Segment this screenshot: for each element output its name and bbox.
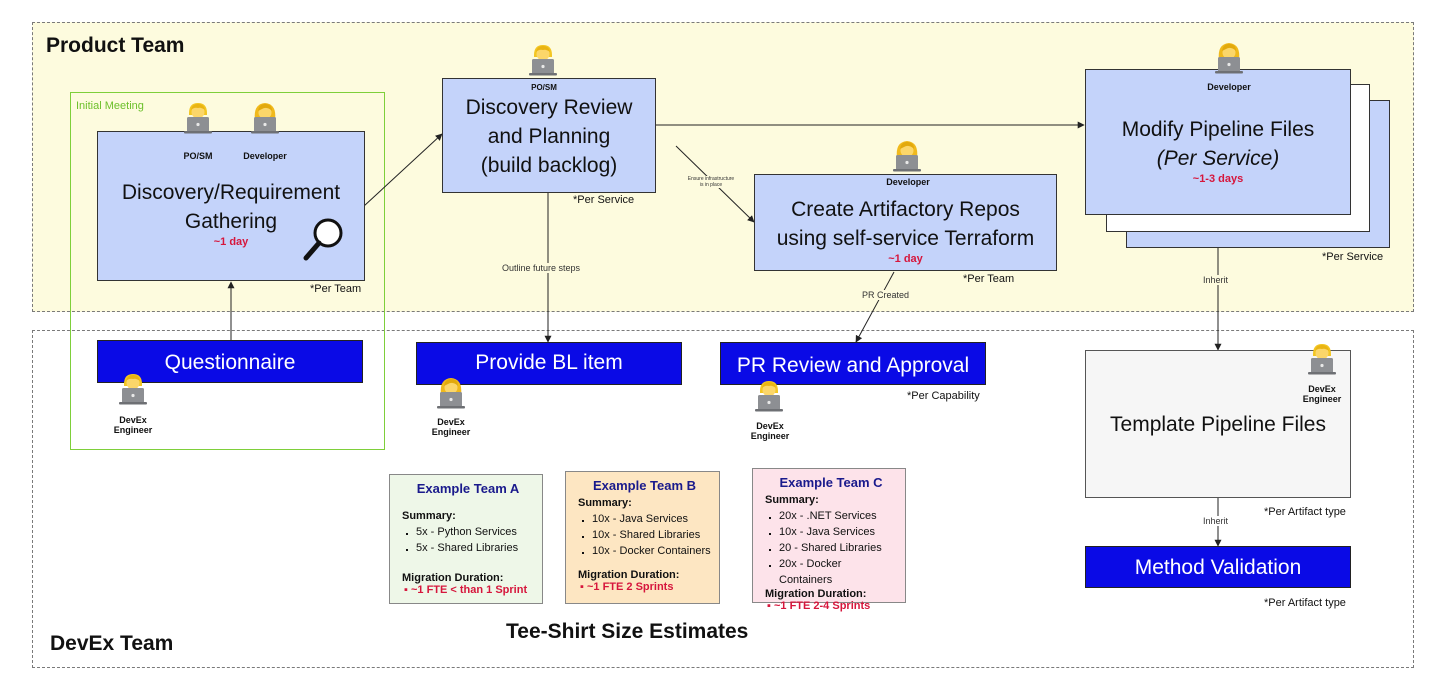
estimate-team-b-items: 10x - Java Services 10x - Shared Librari…	[578, 511, 711, 559]
edge-discovery-to-review	[363, 133, 443, 207]
estimate-team-c-duration: ▪ ~1 FTE 2-4 Sprints	[767, 600, 871, 612]
estimate-team-b: Example Team B Summary: 10x - Java Servi…	[565, 471, 720, 604]
template-title: Template Pipeline Files	[1110, 413, 1326, 436]
list-item: 20x - .NET Services	[779, 508, 897, 524]
artifactory-note: *Per Team	[963, 273, 1015, 285]
review-po-sm-role-label: PO/SM	[531, 83, 557, 92]
estimate-team-b-title: Example Team B	[592, 478, 697, 493]
method-note: *Per Artifact type	[1264, 597, 1346, 609]
pipeline-title-line2: (Per Service)	[1156, 147, 1280, 170]
magnifier-icon	[303, 218, 343, 261]
discovery-title-line1: Discovery/Requirement	[121, 181, 341, 204]
review-note: *Per Service	[573, 194, 635, 206]
template-devex-avatar-icon	[1304, 341, 1340, 375]
review-box[interactable]: Discovery Review and Planning (build bac…	[442, 78, 656, 193]
discovery-duration: ~1 day	[213, 236, 249, 248]
estimate-team-a: Example Team A Summary: 5x - Python Serv…	[389, 474, 543, 604]
devex-team-title: DevEx Team	[50, 632, 174, 655]
artifactory-developer-avatar-icon	[889, 138, 925, 172]
estimate-team-c-title: Example Team C	[779, 475, 883, 490]
method-validation-box[interactable]: Method Validation	[1085, 546, 1351, 588]
pipeline-duration: ~1-3 days	[1192, 173, 1244, 185]
artifactory-developer-role-label: Developer	[886, 177, 930, 187]
initial-meeting-label: Initial Meeting	[76, 100, 144, 112]
edge-label-pr-created: PR Created	[860, 290, 912, 300]
pr-review-devex-avatar-icon	[751, 378, 787, 412]
questionnaire-box[interactable]: Questionnaire	[97, 340, 363, 383]
pipeline-developer-role-label: Developer	[1207, 82, 1251, 92]
developer-avatar-icon	[247, 100, 283, 134]
po-sm-avatar-icon	[180, 100, 216, 134]
developer-role-label: Developer	[243, 151, 287, 161]
pr-review-box[interactable]: PR Review and Approval	[720, 342, 986, 385]
initial-meeting-group	[70, 92, 385, 450]
review-title-line3: (build backlog)	[480, 154, 618, 177]
pipeline-title-line1: Modify Pipeline Files	[1121, 118, 1315, 141]
edge-label-inherit-2: Inherit	[1201, 516, 1231, 526]
edge-label-inherit-1: Inherit	[1201, 275, 1231, 285]
review-title-line2: and Planning	[487, 125, 611, 148]
review-title-line1: Discovery Review	[465, 96, 633, 119]
estimates-title: Tee-Shirt Size Estimates	[506, 620, 749, 643]
artifactory-duration: ~1 day	[888, 253, 923, 265]
pipeline-developer-avatar-icon	[1211, 40, 1247, 74]
list-item: 20x - Docker Containers	[779, 556, 897, 588]
estimate-team-a-title: Example Team A	[416, 481, 520, 496]
pipeline-note: *Per Service	[1322, 251, 1384, 263]
list-item: 20 - Shared Libraries	[779, 540, 897, 556]
artifactory-box[interactable]: Create Artifactory Repos using self-serv…	[754, 174, 1057, 271]
bl-item-devex-avatar-icon	[433, 375, 469, 409]
discovery-title-line2: Gathering	[184, 210, 278, 233]
estimate-team-c-items: 20x - .NET Services 10x - Java Services …	[765, 508, 897, 588]
estimate-team-c-summary-label: Summary:	[765, 494, 819, 506]
bl-item-box[interactable]: Provide BL item	[416, 342, 682, 385]
pr-review-note: *Per Capability	[907, 390, 980, 402]
estimate-team-b-duration: ▪ ~1 FTE 2 Sprints	[580, 581, 674, 593]
list-item: 5x - Python Services	[416, 524, 534, 540]
estimate-team-b-summary-label: Summary:	[578, 497, 632, 509]
pipeline-box[interactable]: Modify Pipeline Files (Per Service) ~1-3…	[1085, 69, 1351, 215]
template-note: *Per Artifact type	[1264, 506, 1346, 518]
list-item: 10x - Docker Containers	[592, 543, 711, 559]
estimate-team-b-duration-label: Migration Duration:	[578, 569, 680, 581]
list-item: 10x - Java Services	[592, 511, 711, 527]
edge-label-outline: Outline future steps	[500, 263, 583, 273]
edge-artifactory-to-pr-review	[855, 271, 895, 343]
estimate-team-c-duration-label: Migration Duration:	[765, 588, 867, 600]
list-item: 5x - Shared Libraries	[416, 540, 534, 556]
template-box[interactable]: Template Pipeline Files	[1085, 350, 1351, 498]
product-team-title: Product Team	[46, 34, 185, 57]
estimate-team-a-duration: ▪ ~1 FTE < than 1 Sprint	[404, 584, 528, 596]
questionnaire-devex-avatar-icon	[115, 371, 151, 405]
estimate-team-a-items: 5x - Python Services 5x - Shared Librari…	[402, 524, 534, 556]
estimate-team-a-summary-label: Summary:	[402, 510, 456, 522]
review-po-sm-avatar-icon	[525, 42, 561, 76]
discovery-note: *Per Team	[310, 283, 362, 295]
po-sm-role-label: PO/SM	[183, 151, 213, 161]
artifactory-title-line2: using self-service Terraform	[776, 227, 1035, 250]
artifactory-title-line1: Create Artifactory Repos	[791, 198, 1020, 221]
estimate-team-c: Example Team C Summary: 20x - .NET Servi…	[752, 468, 906, 612]
list-item: 10x - Java Services	[779, 524, 897, 540]
discovery-box[interactable]: Discovery/Requirement Gathering ~1 day	[97, 131, 365, 281]
estimate-team-a-duration-label: Migration Duration:	[402, 572, 504, 584]
list-item: 10x - Shared Libraries	[592, 527, 711, 543]
